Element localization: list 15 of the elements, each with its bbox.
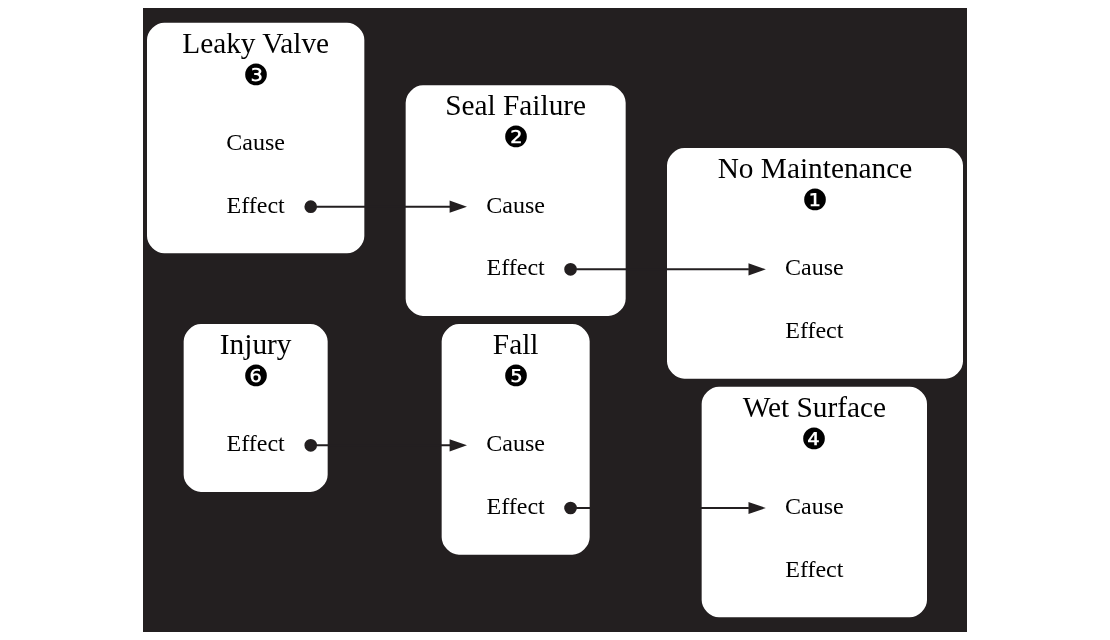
node-text: Effect — [785, 316, 844, 343]
arrow — [304, 200, 467, 213]
arrow — [564, 501, 766, 515]
node-text: Effect — [486, 254, 545, 281]
node-text: Cause — [486, 191, 545, 218]
arrow — [304, 439, 467, 452]
node-text: Effect — [226, 191, 285, 218]
arrow — [564, 263, 766, 276]
node-text: Cause — [226, 128, 285, 155]
node-text: Cause — [785, 492, 844, 519]
node-text: Effect — [785, 555, 844, 582]
node-text: Cause — [486, 430, 545, 457]
node-text: Effect — [226, 430, 285, 457]
node-text: Cause — [785, 254, 844, 281]
node-text: Effect — [486, 492, 545, 519]
